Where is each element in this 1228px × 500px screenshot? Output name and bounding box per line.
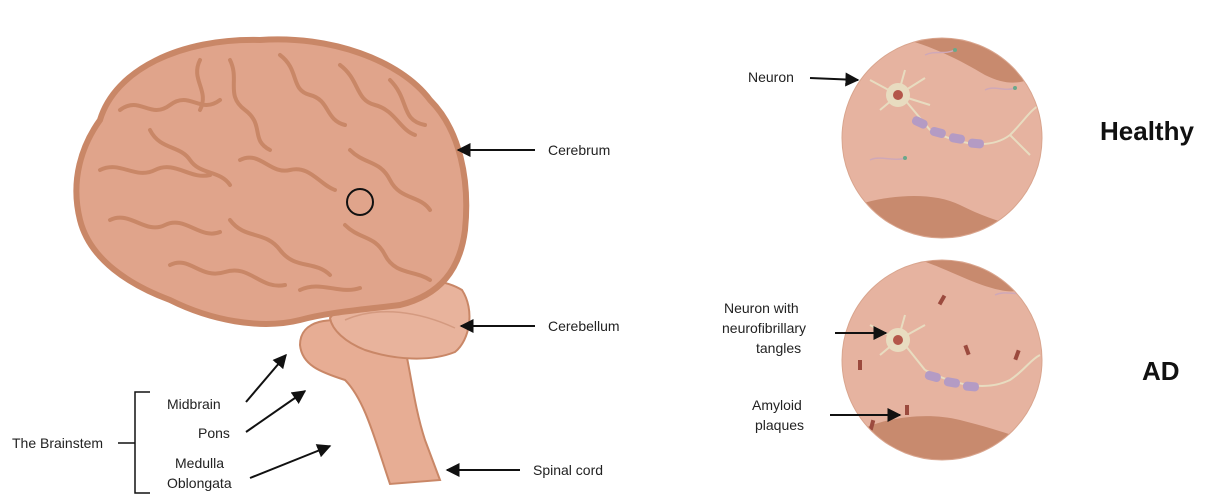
neuron-label: Neuron [748, 69, 794, 85]
cerebellum-callout: Cerebellum [461, 318, 620, 334]
ad-label: AD [1142, 356, 1180, 386]
cerebellum-label: Cerebellum [548, 318, 620, 334]
medulla-label-line1: Medulla [175, 455, 224, 471]
midbrain-label: Midbrain [167, 396, 221, 412]
brainstem-callout: The Brainstem Midbrain Pons Medulla Oblo… [12, 355, 330, 493]
spinal-cord-label: Spinal cord [533, 462, 603, 478]
cerebrum-label: Cerebrum [548, 142, 610, 158]
neuron-nucleus [893, 90, 903, 100]
healthy-tissue-circle [842, 38, 1045, 240]
amyloid-label-line2: plaques [755, 417, 804, 433]
ad-tissue-circle [842, 260, 1045, 460]
tangles-label-line3: tangles [756, 340, 801, 356]
cerebrum-shape [76, 39, 466, 324]
pons-label: Pons [198, 425, 230, 441]
cerebrum-callout: Cerebrum [458, 142, 610, 158]
healthy-label: Healthy [1100, 116, 1194, 146]
amyloid-label-line1: Amyloid [752, 397, 802, 413]
brainstem-label: The Brainstem [12, 435, 103, 451]
medulla-label-line2: Oblongata [167, 475, 232, 491]
tangled-neuron-nucleus [893, 335, 903, 345]
tangles-label-line1: Neuron with [724, 300, 799, 316]
tangles-label-line2: neurofibrillary [722, 320, 806, 336]
spinal-cord-callout: Spinal cord [447, 462, 603, 478]
neuron-callout: Neuron [748, 69, 858, 85]
